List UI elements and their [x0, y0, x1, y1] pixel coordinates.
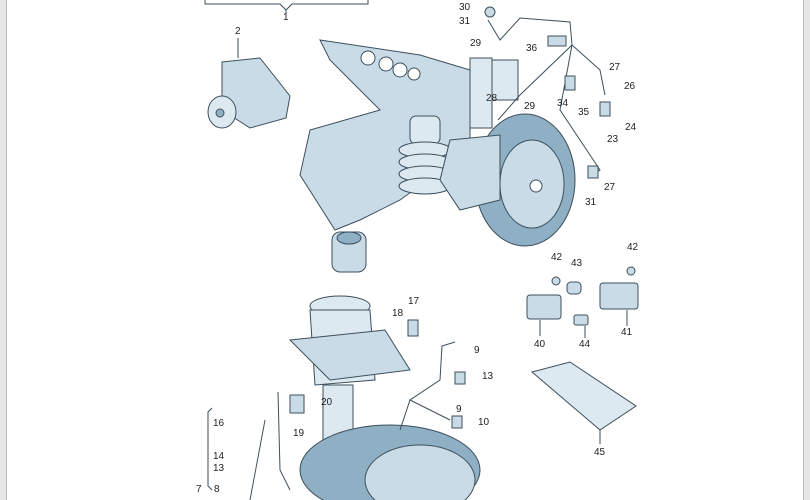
callout-24: 24 — [625, 122, 637, 133]
callout-30: 30 — [459, 2, 471, 13]
callout-17: 17 — [408, 296, 420, 307]
callout-44: 44 — [579, 339, 591, 350]
callout-13: 13 — [482, 371, 494, 382]
sensor-group — [526, 266, 639, 444]
callout-35: 35 — [578, 107, 590, 118]
abs-control-unit — [207, 38, 291, 129]
callout-27: 27 — [609, 62, 621, 73]
callout-29b: 29 — [524, 101, 536, 112]
callout-19: 19 — [293, 428, 305, 439]
rear-sensor-wiring — [484, 6, 611, 179]
group-bracket-1 — [204, 0, 369, 11]
callout-9: 9 — [474, 345, 480, 356]
front-sensor-wiring — [207, 319, 466, 500]
callout-23: 23 — [607, 134, 619, 145]
callout-36: 36 — [526, 43, 538, 54]
callout-40: 40 — [534, 339, 546, 350]
right-border — [803, 0, 810, 500]
callout-41: 41 — [621, 327, 633, 338]
callout-27b: 27 — [604, 182, 616, 193]
callout-1: 1 — [283, 12, 289, 23]
callout-43: 43 — [571, 258, 583, 269]
callout-18: 18 — [392, 308, 404, 319]
callout-42: 42 — [551, 252, 563, 263]
callout-8: 8 — [214, 484, 220, 495]
callout-9b: 9 — [456, 404, 462, 415]
callout-20: 20 — [321, 397, 333, 408]
control-module-45 — [530, 361, 637, 431]
callout-7: 7 — [196, 484, 202, 495]
callout-34: 34 — [557, 98, 569, 109]
callout-45: 45 — [594, 447, 606, 458]
callout-13b: 13 — [213, 463, 225, 474]
callout-42b: 42 — [627, 242, 639, 253]
callout-26: 26 — [624, 81, 636, 92]
callout-14: 14 — [213, 451, 225, 462]
callout-31b: 31 — [585, 197, 597, 208]
callout-16: 16 — [213, 418, 225, 429]
rear-brake-disc — [439, 113, 576, 247]
coil-spring — [398, 115, 452, 195]
callout-31: 31 — [459, 16, 471, 27]
front-strut — [288, 295, 481, 500]
left-border — [0, 0, 7, 500]
callout-10: 10 — [478, 417, 490, 428]
callout-29: 29 — [470, 38, 482, 49]
rear-subframe — [299, 39, 471, 273]
callout-2: 2 — [235, 26, 241, 37]
callout-28: 28 — [486, 93, 498, 104]
